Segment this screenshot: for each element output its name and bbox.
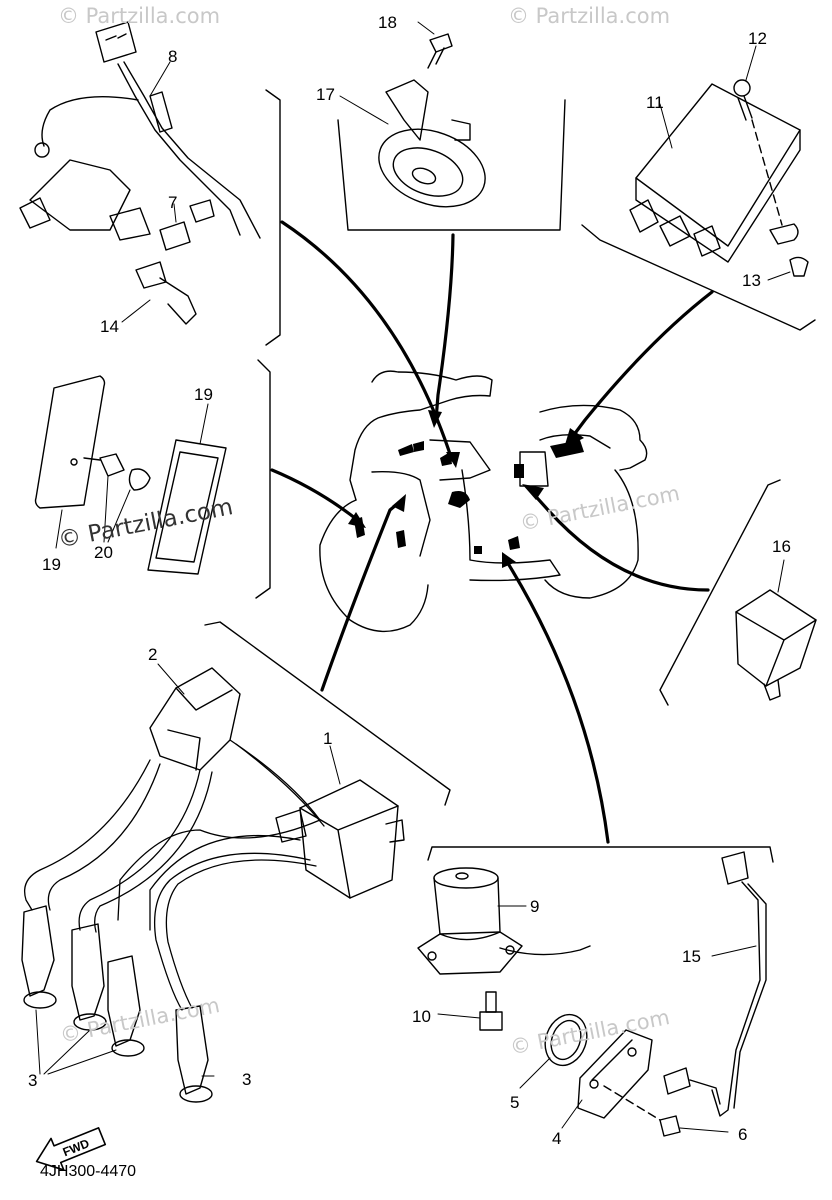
callout-8: 8 [168, 47, 177, 66]
leader-arrowheads [348, 410, 584, 568]
callout-12: 12 [748, 29, 767, 48]
callout-16: 16 [772, 537, 791, 556]
frame-top-mid [337, 99, 566, 231]
screw-12 [733, 79, 783, 226]
ignition-coil-1 [275, 779, 405, 899]
sender-unit-9 [417, 867, 591, 975]
plug-cap-3 [107, 955, 145, 1057]
callout-17: 17 [316, 85, 335, 104]
callout-1: 1 [323, 729, 332, 748]
callout-11: 11 [646, 93, 664, 112]
watermark-top-left: © Partzilla.com [58, 4, 221, 28]
bolt-18 [427, 33, 453, 69]
frame-left-top [265, 89, 281, 346]
plug-cap-2 [71, 923, 107, 1031]
callout-numbers: 1 2 3 3 4 5 6 7 8 9 10 11 12 13 14 15 16… [28, 13, 791, 1148]
frame-right-mid [659, 479, 781, 706]
grommet-13 [789, 256, 809, 277]
relay-part [735, 589, 817, 701]
fwd-arrow-icon: FWD [35, 1127, 107, 1171]
ignition-coil-2 [149, 667, 241, 771]
frame-bottom-right [427, 846, 774, 863]
callout-2: 2 [148, 645, 157, 664]
callout-13: 13 [742, 271, 761, 290]
callout-leaders [35, 21, 791, 1133]
callout-4: 4 [552, 1129, 561, 1148]
frame-left-mid [255, 359, 271, 599]
leader-curves [270, 220, 714, 844]
callout-19b: 19 [42, 555, 61, 574]
plug-cap-1 [21, 905, 57, 1009]
callout-3a: 3 [28, 1071, 37, 1090]
watermark-top-right: © Partzilla.com [508, 4, 671, 28]
o-ring-5 [544, 1013, 588, 1067]
callout-3b: 3 [242, 1070, 251, 1089]
cover-4 [577, 1029, 661, 1121]
callout-19a: 19 [194, 385, 213, 404]
callout-20: 20 [94, 543, 113, 562]
callout-14: 14 [100, 317, 119, 336]
plug-cap-4 [175, 1005, 213, 1103]
callout-6: 6 [738, 1125, 747, 1144]
nut-20 [83, 453, 151, 491]
callout-18: 18 [378, 13, 397, 32]
frame-top-right [581, 224, 816, 331]
reflector-part-19b [147, 439, 227, 575]
frame-ignition [204, 621, 451, 806]
reflector-part-19a [34, 375, 106, 509]
motorcycle-silhouette [319, 370, 648, 633]
horn-part [378, 79, 486, 208]
callout-15: 15 [682, 947, 701, 966]
callout-7: 7 [168, 193, 177, 212]
switch-harness-part [19, 21, 261, 325]
cdi-unit-part [629, 83, 801, 263]
diagram-code: 4JH300-4470 [40, 1163, 137, 1180]
callout-10: 10 [412, 1007, 431, 1026]
callout-9: 9 [530, 897, 539, 916]
speed-sensor-15 [663, 851, 767, 1117]
bolt-6 [659, 1115, 681, 1137]
callout-5: 5 [510, 1093, 519, 1112]
plug-leads [23, 739, 325, 1011]
bolt-10 [479, 991, 503, 1031]
